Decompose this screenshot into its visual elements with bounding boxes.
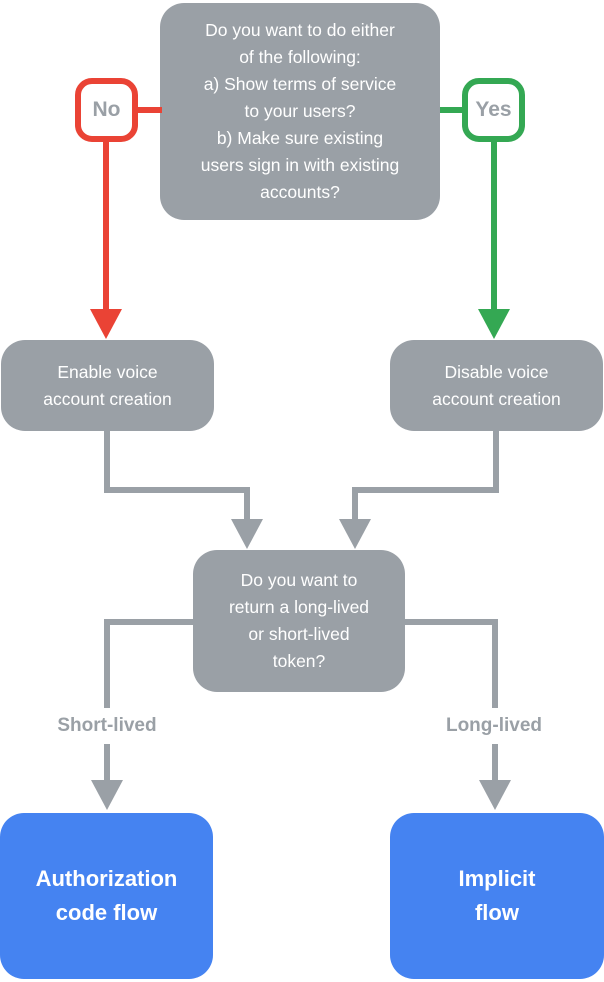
gray-arrowhead-down-icon (231, 519, 263, 549)
connector-shortlived-horizontal (104, 619, 193, 625)
connector-yes-horizontal (440, 107, 465, 113)
no-badge: No (75, 78, 138, 142)
gray-arrowhead-down-icon (479, 780, 511, 810)
connector-longlived-horizontal (405, 619, 498, 625)
decision-node-token-type-text: Do you want to return a long-lived or sh… (228, 570, 370, 671)
gray-arrowhead-down-icon (91, 780, 123, 810)
decision-node-account-linking: Do you want to do either of the followin… (160, 3, 440, 220)
connector-disable-horizontal (352, 487, 499, 493)
red-arrowhead-down-icon (90, 309, 122, 339)
short-lived-label: Short-lived (22, 708, 192, 744)
process-node-disable-voice: Disable voice account creation (390, 340, 603, 431)
long-lived-label-text: Long-lived (445, 715, 543, 736)
result-node-implicit-flow: Implicit flow (390, 813, 604, 979)
process-node-enable-voice: Enable voice account creation (1, 340, 214, 431)
connector-disable-stub (493, 431, 499, 493)
result-node-authorization-code-flow-text: Authorization code flow (35, 866, 178, 925)
long-lived-label: Long-lived (410, 708, 578, 744)
connector-yes-vertical (491, 142, 497, 310)
connector-disable-drop (352, 487, 358, 520)
connector-enable-drop (244, 487, 250, 520)
decision-node-token-type: Do you want to return a long-lived or sh… (193, 550, 405, 692)
process-node-enable-voice-text: Enable voice account creation (43, 361, 172, 409)
connector-shortlived-vertical (104, 619, 110, 782)
no-badge-label: No (92, 98, 121, 121)
gray-arrowhead-down-icon (339, 519, 371, 549)
connector-longlived-vertical (492, 619, 498, 782)
decision-node-account-linking-text: Do you want to do either of the followin… (200, 20, 400, 202)
yes-badge-label: Yes (475, 98, 512, 121)
connector-no-vertical (103, 142, 109, 310)
connector-enable-horizontal (104, 487, 250, 493)
yes-badge: Yes (462, 78, 525, 142)
connector-no-horizontal (137, 107, 162, 113)
connector-enable-stub (104, 431, 110, 493)
result-node-authorization-code-flow: Authorization code flow (0, 813, 213, 979)
result-node-implicit-flow-text: Implicit flow (458, 866, 536, 925)
process-node-disable-voice-text: Disable voice account creation (432, 361, 561, 409)
green-arrowhead-down-icon (478, 309, 510, 339)
short-lived-label-text: Short-lived (57, 715, 157, 736)
